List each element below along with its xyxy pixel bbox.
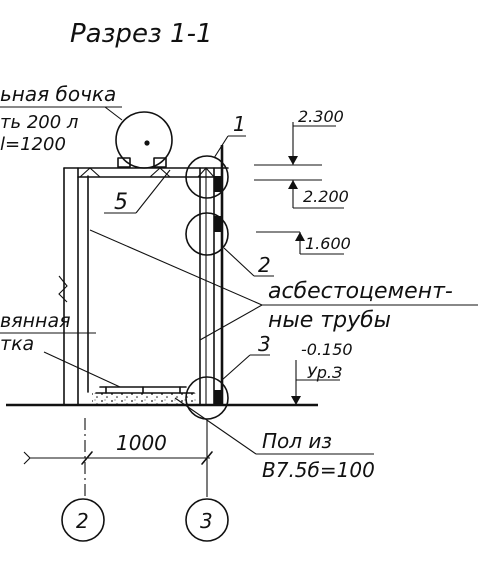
elevation-arrow-2-head bbox=[288, 180, 298, 189]
callout-5-leader bbox=[135, 169, 171, 214]
asbestos-leader-2 bbox=[199, 304, 263, 341]
callout-2: 2 bbox=[258, 253, 271, 277]
asbestos-label-line1: асбестоцемент- bbox=[268, 279, 453, 304]
floor-label-line1: Пол из bbox=[262, 429, 332, 453]
wall-insert-middle bbox=[214, 216, 222, 232]
left-wall-break bbox=[58, 275, 68, 303]
dimension-value: 1000 bbox=[116, 431, 167, 455]
callout-2-leader bbox=[223, 247, 255, 277]
wood-label-line1: вянная bbox=[0, 310, 71, 332]
section-title: Разрез 1-1 bbox=[70, 19, 213, 49]
barrel-support-left bbox=[117, 157, 131, 168]
elevation-arrow-1-head bbox=[288, 156, 298, 165]
barrel-label-line1: ьная бочка bbox=[0, 82, 116, 106]
top-beam-truss bbox=[79, 167, 215, 178]
asbestos-label-line2: ные трубы bbox=[268, 308, 391, 333]
elevation-2300: 2.300 bbox=[298, 107, 344, 126]
floor-gravel bbox=[92, 393, 196, 405]
axis-label-3: 3 bbox=[200, 509, 213, 533]
detail-circle-1 bbox=[185, 155, 229, 199]
barrel-leader bbox=[104, 106, 123, 121]
elevation-2200: 2.200 bbox=[303, 187, 349, 206]
floor-label-line2: В7.5б=100 bbox=[262, 458, 375, 482]
axis-label-2: 2 bbox=[76, 509, 89, 533]
asbestos-leader-1 bbox=[89, 229, 263, 306]
axis-bubble-2 bbox=[61, 498, 105, 542]
water-barrel bbox=[115, 111, 173, 169]
barrel-center-dot bbox=[144, 140, 150, 146]
elevation-arrow-3-head bbox=[295, 232, 305, 241]
dimension-tick-left bbox=[81, 451, 93, 465]
wall-insert-top bbox=[214, 176, 222, 192]
elevation-minus-0150: -0.150 bbox=[301, 340, 353, 359]
barrel-label-line3: l=1200 bbox=[0, 134, 66, 155]
dimension-break bbox=[23, 451, 31, 465]
elevation-level-note: Ур.З bbox=[307, 363, 342, 382]
wall-insert-bottom bbox=[214, 390, 222, 406]
axis-bubble-3 bbox=[185, 498, 229, 542]
floor-leader bbox=[174, 397, 257, 455]
callout-5: 5 bbox=[114, 190, 128, 215]
wood-leader bbox=[43, 351, 121, 388]
detail-circle-2 bbox=[185, 212, 229, 256]
elevation-arrow-4-head bbox=[291, 396, 301, 405]
callout-3-leader bbox=[221, 354, 251, 381]
barrel-support-right bbox=[153, 157, 167, 168]
elevation-1600: 1.600 bbox=[305, 234, 351, 253]
callout-3: 3 bbox=[258, 332, 271, 356]
callout-1: 1 bbox=[233, 112, 246, 136]
barrel-label-line2: ть 200 л bbox=[0, 112, 78, 133]
callout-1-leader bbox=[213, 135, 229, 159]
wood-label-line2: тка bbox=[0, 333, 34, 355]
